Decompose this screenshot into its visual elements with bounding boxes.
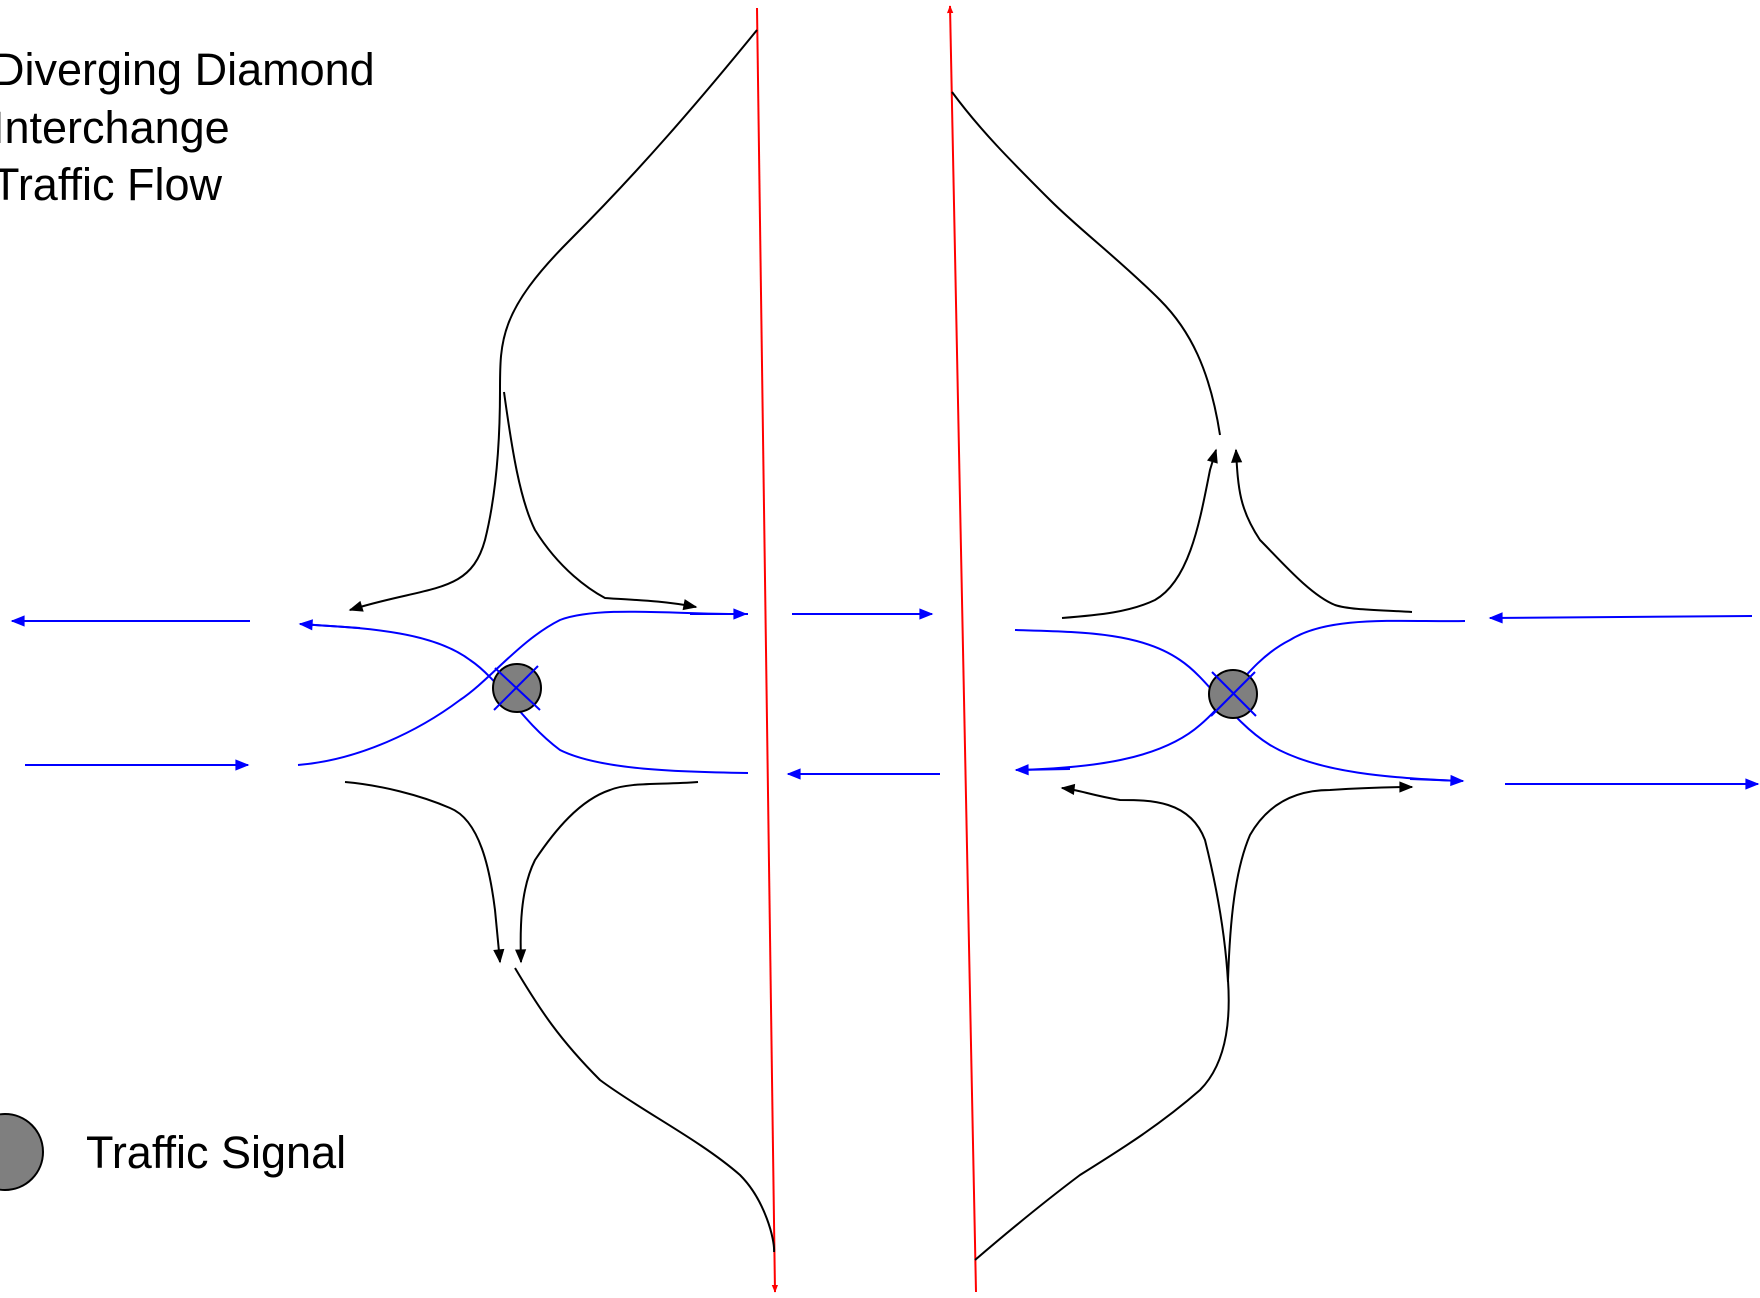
left-on-ramp-southbound-merge [514,967,776,1253]
right-ramp-to-eastbound [1227,781,1414,981]
legend-traffic-signal-icon [0,1113,44,1191]
left-crossover-westbound-path [297,610,749,766]
left-crossover-westbound-arrow [298,619,361,631]
right-ramp-to-westbound [1060,783,1229,983]
right-crossover-eastbound-arrow [1409,774,1465,787]
left-signal-crossing-2 [493,665,539,711]
arterial-westbound-arrow-far-right [1488,612,1753,624]
left-on-ramp-from-eastbound [515,781,699,964]
freeway-southbound-line [756,7,779,1293]
left-ramp-to-westbound [348,389,501,612]
freeway-northbound-line [946,5,977,1293]
diagram-title-line-3: Traffic Flow [0,159,223,210]
left-off-ramp-southbound [499,29,758,400]
right-on-ramp-from-eastbound [1231,448,1413,613]
legend-traffic-signal-label: Traffic Signal [86,1127,346,1178]
left-ramp-to-eastbound [503,391,698,611]
left-signal-crossing-1 [494,667,541,711]
right-on-ramp-from-westbound [1061,448,1218,619]
right-crossover-westbound-arrow [1014,764,1071,776]
right-on-ramp-northbound-merge [951,91,1221,436]
right-signal-crossing-2 [1210,671,1256,717]
diagram-title-line-2: Interchange [0,102,230,153]
diagram-title-line-1: Diverging Diamond [0,44,375,95]
right-off-ramp-northbound [974,979,1230,1261]
left-on-ramp-from-westbound [344,781,505,964]
